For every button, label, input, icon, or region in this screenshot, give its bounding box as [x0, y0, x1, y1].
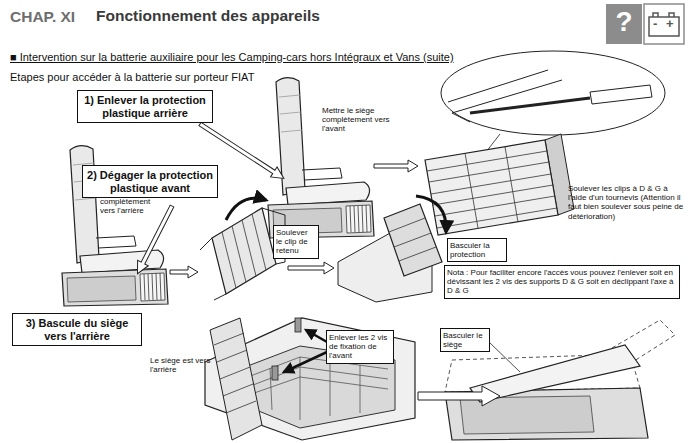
step-box: 1) Enlever la protection plastique arriè… — [77, 90, 213, 123]
battery-cells — [240, 357, 388, 420]
instruction-box: Basculer le siège — [440, 328, 490, 352]
leader-line — [488, 341, 520, 372]
sequence-arrow — [418, 386, 500, 406]
tilt-arrow — [416, 196, 446, 232]
lift-arrow — [226, 198, 266, 220]
screwdriver-handle — [590, 85, 652, 104]
sequence-arrow — [170, 266, 198, 278]
step-box: 3) Bascule du siège vers l'arrière — [12, 313, 142, 346]
state-note: Le siège est vers l'arrière — [150, 356, 212, 374]
grille-slats — [214, 333, 256, 413]
battery-plus-sign: + — [666, 17, 674, 32]
cover-edge-detail — [448, 70, 562, 122]
zoom-ellipse — [441, 51, 665, 135]
screwdriver-shaft — [470, 98, 590, 113]
box-text: 1) Enlever la protection plastique arriè… — [81, 94, 209, 119]
front-grille-detail — [212, 208, 276, 294]
battery-minus-sign: - — [653, 17, 657, 32]
step-box: 2) Dégager la protection plastique avant — [82, 165, 218, 198]
seat-front-position — [268, 78, 374, 238]
tilted-grille — [384, 204, 442, 276]
box-text: Basculer la protection — [450, 241, 504, 259]
box-text: 3) Bascule du siège vers l'arrière — [16, 317, 138, 342]
help-icon-box — [606, 4, 642, 44]
instruction-box: Enlever les 2 vis de fixation de l'avant — [326, 330, 394, 364]
instruction-note: Soulever les clips à D & G à l'aide d'un… — [568, 184, 688, 221]
screw-pointer-arrow — [306, 330, 327, 342]
box-text: Soulever le clip de retenu — [276, 228, 316, 256]
box-text: 2) Dégager la protection plastique avant — [86, 169, 214, 194]
sequence-arrow — [288, 262, 334, 274]
step-intro: Etapes pour accéder à la batterie sur po… — [10, 71, 254, 84]
instruction-box: Basculer la protection — [447, 238, 507, 262]
battery-icon-box — [644, 4, 684, 44]
seat-base-body — [205, 318, 415, 440]
grille-slats — [222, 214, 266, 288]
section-heading: ■ Intervention sur la batterie auxiliair… — [10, 51, 454, 64]
instruction-box: Soulever le clip de retenu — [273, 225, 319, 259]
fixing-screw — [295, 318, 301, 332]
box-text: Basculer le siège — [443, 331, 487, 349]
page-title: Fonctionnement des appareils — [96, 7, 320, 25]
fixing-screw — [272, 366, 278, 380]
sequence-arrow — [374, 160, 418, 172]
help-icon-symbol: ? — [606, 6, 642, 38]
screw-pointer-arrow — [284, 352, 327, 372]
chapter-number: CHAP. XI — [10, 8, 75, 26]
grille-slats — [389, 218, 436, 261]
grille-slats — [427, 147, 557, 228]
note-box: Nota : Pour faciliter encore l'accès vou… — [444, 265, 680, 299]
box-text: Nota : Pour faciliter encore l'accès vou… — [447, 268, 677, 296]
removed-grille — [210, 318, 262, 440]
battery-icon-body — [649, 17, 679, 36]
instruction-note: Mettre le siège complètement vers l'avan… — [322, 106, 394, 134]
box-text: Enlever les 2 vis de fixation de l'avant — [329, 333, 391, 361]
